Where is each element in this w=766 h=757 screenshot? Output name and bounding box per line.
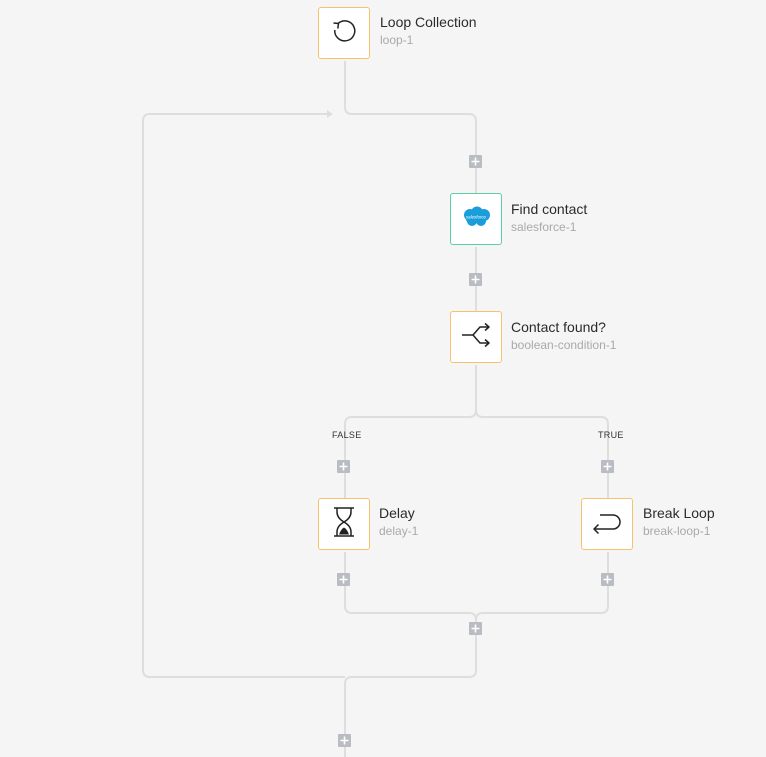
find-contact-label[interactable]: Find contact salesforce-1 — [511, 201, 587, 235]
true-branch-label: TRUE — [598, 430, 624, 440]
add-step-button-false-branch-end[interactable] — [337, 573, 350, 586]
contact-found-label[interactable]: Contact found? boolean-condition-1 — [511, 319, 616, 353]
plus-icon — [471, 275, 480, 284]
node-title: Delay — [379, 505, 415, 521]
plus-icon — [603, 575, 612, 584]
node-id: salesforce-1 — [511, 220, 577, 234]
node-title: Find contact — [511, 201, 588, 217]
node-id: loop-1 — [380, 33, 414, 47]
add-step-button-true-branch-end[interactable] — [601, 573, 614, 586]
node-title: Contact found? — [511, 319, 606, 335]
find-contact-node[interactable]: salesforce — [450, 193, 502, 245]
plus-icon — [471, 157, 480, 166]
break-loop-node[interactable] — [581, 498, 633, 550]
delay-label[interactable]: Delay delay-1 — [379, 505, 418, 539]
break-loop-label[interactable]: Break Loop break-loop-1 — [643, 505, 715, 539]
loop-collection-label[interactable]: Loop Collection loop-1 — [380, 14, 477, 48]
plus-icon — [339, 575, 348, 584]
loop-icon — [329, 16, 359, 51]
node-id: boolean-condition-1 — [511, 338, 617, 352]
delay-node[interactable] — [318, 498, 370, 550]
node-title: Break Loop — [643, 505, 715, 521]
plus-icon — [339, 462, 348, 471]
add-step-button[interactable] — [469, 155, 482, 168]
add-step-button-after-condition[interactable] — [469, 622, 482, 635]
contact-found-node[interactable] — [450, 311, 502, 363]
salesforce-icon: salesforce — [460, 205, 492, 234]
hourglass-icon — [331, 506, 357, 543]
node-title: Loop Collection — [380, 14, 477, 30]
add-step-button[interactable] — [469, 273, 482, 286]
false-branch-label: FALSE — [332, 430, 362, 440]
salesforce-wordmark: salesforce — [466, 214, 487, 219]
node-id: break-loop-1 — [643, 524, 711, 538]
add-step-button-true-branch[interactable] — [601, 460, 614, 473]
plus-icon — [603, 462, 612, 471]
plus-icon — [340, 736, 349, 745]
branch-split-icon — [460, 322, 492, 353]
return-arrow-icon — [591, 509, 623, 540]
add-step-button-after-loop[interactable] — [338, 734, 351, 747]
loop-collection-node[interactable] — [318, 7, 370, 59]
plus-icon — [471, 624, 480, 633]
node-id: delay-1 — [379, 524, 419, 538]
add-step-button-false-branch[interactable] — [337, 460, 350, 473]
